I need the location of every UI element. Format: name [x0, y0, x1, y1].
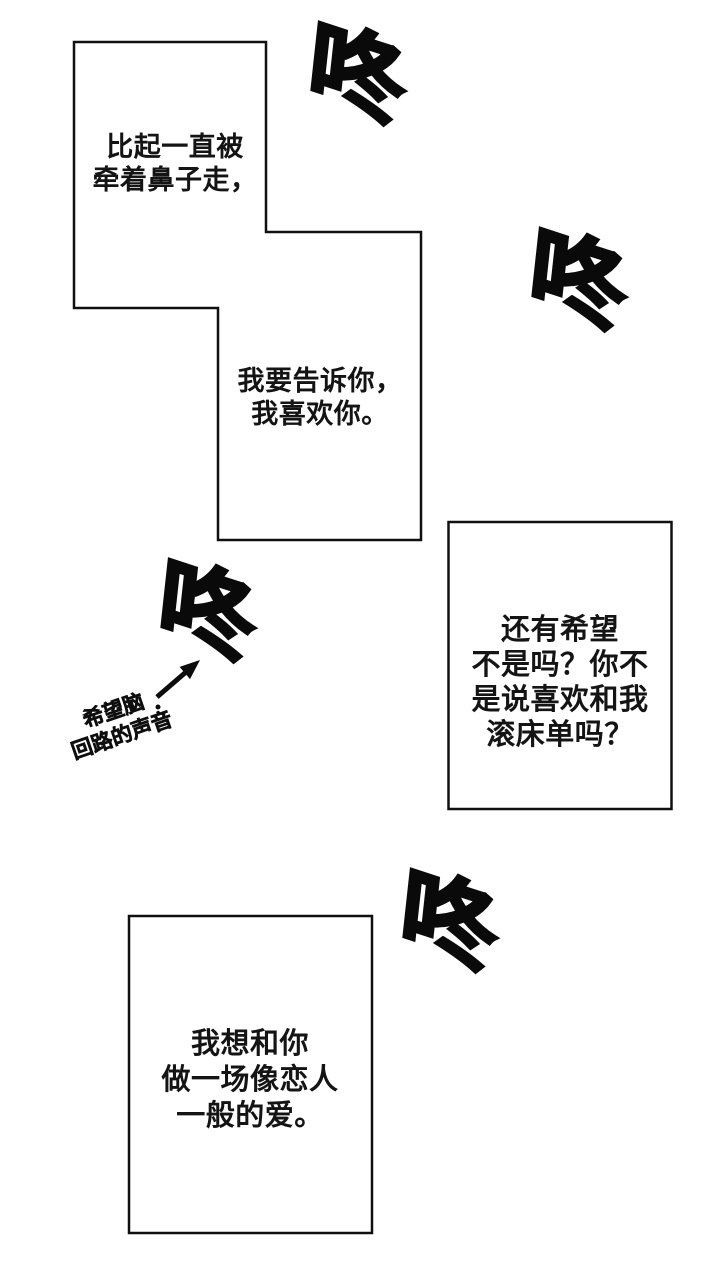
sfx-dong-text: 咚	[152, 543, 262, 680]
dialogue-line: 我想和你	[190, 1028, 309, 1060]
sfx-dong-text: 咚	[302, 6, 412, 143]
sfx-dong-text: 咚	[523, 212, 633, 349]
speech-panel-love-border	[127, 914, 374, 1235]
dialogue-hope: 还有希望 不是吗？你不 是说喜欢和我 滚床单吗？	[448, 613, 672, 753]
annotation-arrow-icon	[155, 660, 200, 710]
dialogue-line: 是说喜欢和我	[471, 684, 649, 716]
dialogue-zigzag-upper: 比起一直被 牵着鼻子走，	[71, 131, 279, 197]
dialogue-line: 我喜欢你。	[251, 399, 389, 429]
dialogue-line: 滚床单吗？	[486, 719, 634, 751]
dialogue-line: 不是吗？你不	[471, 649, 649, 681]
dialogue-line: 我要告诉你，	[237, 366, 403, 396]
dialogue-line: 牵着鼻子走，	[92, 165, 258, 195]
speech-panel-hope-border	[447, 520, 673, 811]
dialogue-line: 还有希望	[500, 614, 619, 646]
dialogue-love: 我想和你 做一场像恋人 一般的爱。	[130, 1026, 370, 1134]
dialogue-zigzag-lower: 我要告诉你， 我喜欢你。	[216, 365, 424, 431]
dialogue-line: 比起一直被	[106, 132, 244, 162]
sfx-dong-text: 咚	[394, 853, 504, 990]
speech-panel-zigzag-border	[72, 40, 423, 542]
dialogue-line: 做一场像恋人	[161, 1064, 339, 1096]
dialogue-line: 一般的爱。	[176, 1100, 324, 1132]
